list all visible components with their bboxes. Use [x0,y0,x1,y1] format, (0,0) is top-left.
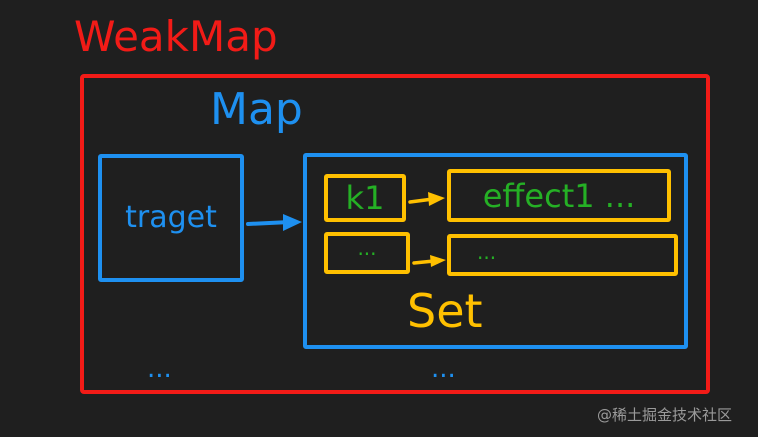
map-label: Map [210,84,303,135]
entry-key-box: k1 [324,174,406,222]
entry-value-box: ... [447,234,678,276]
set-label: Set [407,284,483,338]
target-box: traget [98,154,244,282]
entry-key-box: ... [324,232,410,274]
entry-value-box: effect1 ... [447,169,671,222]
watermark: @稀土掘金技术社区 [597,406,733,424]
map-ellipsis: ... [147,354,172,384]
entry-value-label: effect1 ... [482,176,636,215]
weakmap-label: WeakMap [74,12,278,61]
set-ellipsis: ... [431,354,456,384]
target-label: traget [125,200,217,235]
set-container [303,153,688,349]
entry-value-label: ... [477,240,497,264]
entry-key-label: k1 [345,179,385,217]
weakmap-container [80,74,710,394]
entry-key-label: ... [357,236,377,260]
